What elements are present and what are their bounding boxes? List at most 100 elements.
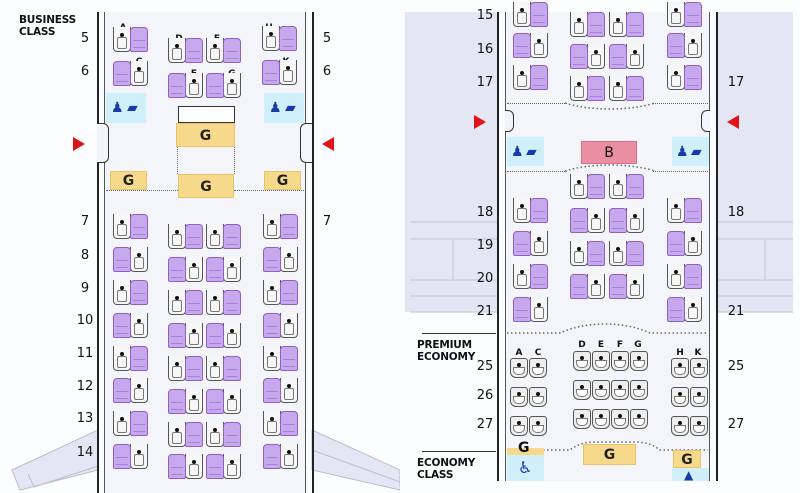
seat-25f[interactable] [611, 351, 629, 371]
seat-25c[interactable] [529, 358, 547, 378]
seat-17-outer-left[interactable] [513, 65, 549, 91]
seat-15-center-right[interactable] [609, 12, 645, 38]
seat-17-center-left[interactable] [570, 76, 606, 102]
seat-26f[interactable] [611, 380, 629, 400]
fuselage-wall-right [716, 12, 718, 481]
seat-18-outer-right[interactable] [667, 198, 703, 224]
seat-center-front-right[interactable] [609, 174, 645, 200]
seat-27d[interactable] [573, 409, 591, 429]
seat-25e[interactable] [592, 351, 610, 371]
seat-21-outer-left[interactable] [513, 297, 549, 323]
seat-25a[interactable] [510, 358, 528, 378]
seat-26h[interactable] [671, 387, 689, 407]
seat-7-outer-right[interactable] [263, 214, 299, 240]
seat-8-center-right[interactable] [206, 257, 242, 283]
seat-center-right[interactable] [609, 274, 645, 300]
seat-16-outer-left[interactable] [513, 33, 549, 59]
seat-shell [185, 454, 203, 479]
seat-15-center-left[interactable] [570, 12, 606, 38]
seat-cushion [223, 422, 241, 447]
seat-16-center-left[interactable] [570, 44, 606, 70]
seat-8-outer-left[interactable] [113, 247, 149, 273]
seat-13-outer-left[interactable] [113, 411, 149, 437]
seat-10-center-right[interactable] [206, 323, 242, 349]
seat-27g[interactable] [630, 409, 648, 429]
seat-14-center-left[interactable] [168, 454, 204, 480]
seat-8-outer-right[interactable] [263, 247, 299, 273]
seat-11-center-left[interactable] [168, 356, 204, 382]
seat-14-outer-right[interactable] [263, 444, 299, 470]
seat-11-center-right[interactable] [206, 356, 242, 382]
seat-27c[interactable] [529, 416, 547, 436]
seat-6g[interactable] [206, 73, 242, 99]
seat-11-outer-left[interactable] [113, 346, 149, 372]
seat-7-center-left[interactable] [168, 224, 204, 250]
seat-20-outer-left[interactable] [513, 264, 549, 290]
section-divider-line [422, 451, 496, 452]
seat-12-center-right[interactable] [206, 389, 242, 415]
seat-25k[interactable] [690, 358, 708, 378]
seat-shell [113, 214, 131, 239]
seat-center-right[interactable] [609, 208, 645, 234]
seat-10-outer-left[interactable] [113, 313, 149, 339]
seat-10-outer-right[interactable] [263, 313, 299, 339]
seat-center-left[interactable] [570, 208, 606, 234]
seat-25h[interactable] [671, 358, 689, 378]
seat-13-center-left[interactable] [168, 422, 204, 448]
seat-6k[interactable] [262, 60, 298, 86]
seat-5d[interactable] [168, 38, 204, 64]
seat-26c[interactable] [529, 387, 547, 407]
seat-14-center-right[interactable] [206, 454, 242, 480]
seat-25d[interactable] [573, 351, 591, 371]
seat-25g[interactable] [630, 351, 648, 371]
seat-15-outer-right[interactable] [667, 2, 703, 28]
seat-19-outer-right[interactable] [667, 231, 703, 257]
seat-6c[interactable] [113, 61, 149, 87]
seat-17-outer-right[interactable] [667, 65, 703, 91]
seat-9-center-left[interactable] [168, 290, 204, 316]
seat-9-outer-right[interactable] [263, 280, 299, 306]
seat-9-center-right[interactable] [206, 290, 242, 316]
seat-6e[interactable] [168, 73, 204, 99]
seat-7-center-right[interactable] [206, 224, 242, 250]
seat-center-front-left[interactable] [570, 174, 606, 200]
seat-26d[interactable] [573, 380, 591, 400]
seat-12-center-left[interactable] [168, 389, 204, 415]
seat-16-center-right[interactable] [609, 44, 645, 70]
seat-27e[interactable] [592, 409, 610, 429]
seat-dot [580, 414, 584, 418]
seat-5h[interactable] [262, 26, 298, 52]
seat-17-center-right[interactable] [609, 76, 645, 102]
seat-21-outer-right[interactable] [667, 297, 703, 323]
seat-27k[interactable] [690, 416, 708, 436]
seat-center-left[interactable] [570, 274, 606, 300]
seat-14-outer-left[interactable] [113, 444, 149, 470]
seat-10-center-left[interactable] [168, 323, 204, 349]
seat-27h[interactable] [671, 416, 689, 436]
seat-5a[interactable] [113, 27, 149, 53]
seat-cushion [206, 257, 224, 282]
seat-26a[interactable] [510, 387, 528, 407]
seat-19-outer-left[interactable] [513, 231, 549, 257]
seat-16-outer-right[interactable] [667, 33, 703, 59]
seat-12-outer-left[interactable] [113, 378, 149, 404]
seat-26e[interactable] [592, 380, 610, 400]
seat-center-right[interactable] [609, 241, 645, 267]
seat-26g[interactable] [630, 380, 648, 400]
seat-5f[interactable] [206, 38, 242, 64]
seat-8-center-left[interactable] [168, 257, 204, 283]
seat-26k[interactable] [690, 387, 708, 407]
seat-7-outer-left[interactable] [113, 214, 149, 240]
seat-13-outer-right[interactable] [263, 411, 299, 437]
seat-27a[interactable] [510, 416, 528, 436]
seat-20-outer-right[interactable] [667, 264, 703, 290]
seat-15-outer-left[interactable] [513, 2, 549, 28]
seat-11-outer-right[interactable] [263, 346, 299, 372]
seat-12-outer-right[interactable] [263, 378, 299, 404]
seat-18-outer-left[interactable] [513, 198, 549, 224]
seat-27f[interactable] [611, 409, 629, 429]
seat-13-center-right[interactable] [206, 422, 242, 448]
seat-center-left[interactable] [570, 241, 606, 267]
seat-dot [213, 362, 217, 366]
seat-9-outer-left[interactable] [113, 280, 149, 306]
